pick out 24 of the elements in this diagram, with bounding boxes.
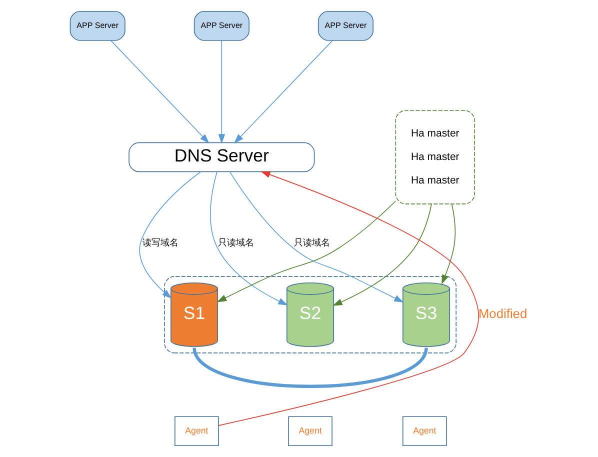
node-box: APP Server bbox=[70, 11, 126, 41]
node-box: Agent bbox=[174, 416, 219, 446]
edge-label: 读写域名 bbox=[142, 238, 178, 248]
node-box: Agent bbox=[288, 416, 332, 446]
node-box: APP Server bbox=[318, 11, 374, 41]
connector bbox=[192, 347, 428, 388]
edge-label: Modified bbox=[478, 306, 528, 321]
cluster bbox=[164, 276, 456, 354]
node-box: Ha master Ha master Ha master bbox=[395, 110, 476, 204]
arrow bbox=[139, 171, 202, 299]
arrow bbox=[229, 171, 404, 303]
arrow bbox=[234, 40, 333, 144]
arrow bbox=[210, 171, 288, 306]
node-box: DNS Server bbox=[128, 142, 315, 172]
node-box: Agent bbox=[402, 416, 447, 446]
arrow bbox=[110, 40, 210, 144]
arrow bbox=[442, 204, 456, 284]
edge-label: 只读域名 bbox=[294, 238, 330, 248]
arrow bbox=[218, 40, 226, 144]
arrow bbox=[218, 171, 479, 426]
node-box: APP Server bbox=[194, 11, 250, 41]
edge-label: 只读域名 bbox=[218, 238, 254, 248]
arrow bbox=[332, 204, 432, 306]
arrow bbox=[216, 200, 396, 302]
